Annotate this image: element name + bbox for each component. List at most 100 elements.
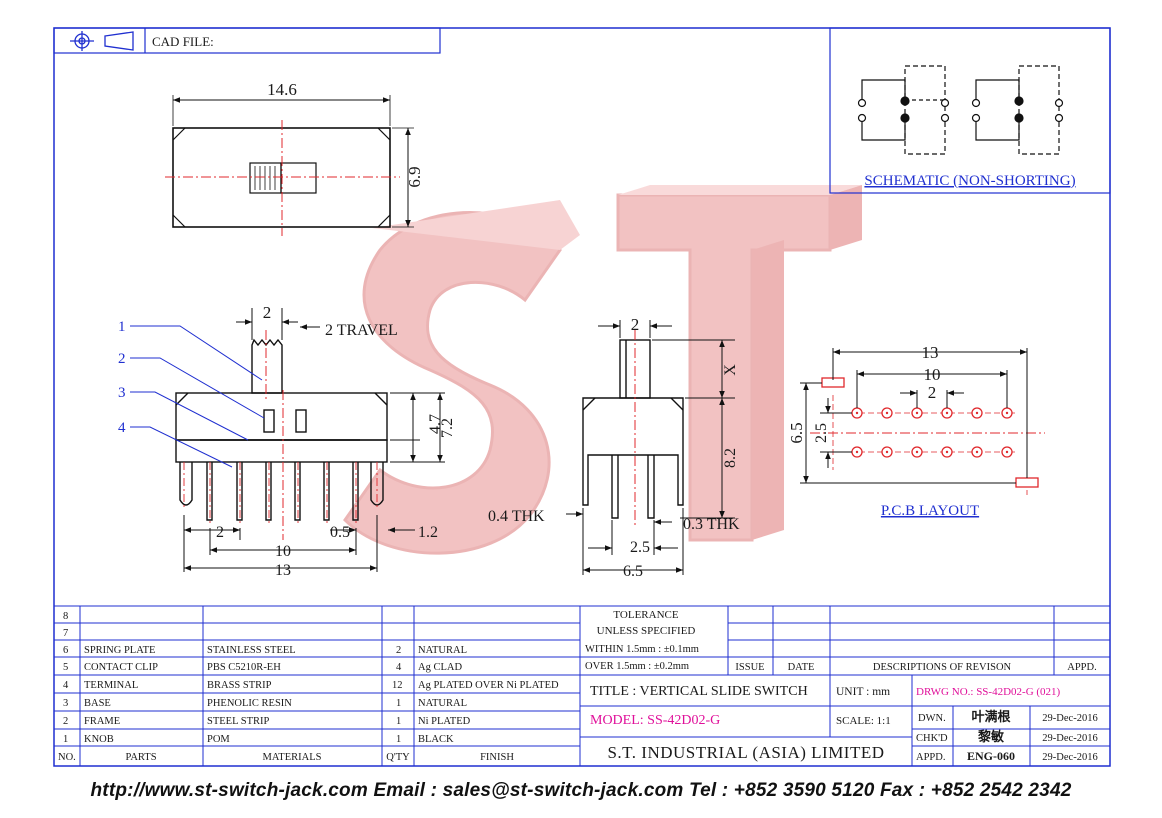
callout-2: 2: [118, 351, 126, 367]
dwn-date: 29-Dec-2016: [1042, 713, 1097, 724]
revision-descriptions-header: DESCRIPTIONS OF REVISON: [873, 662, 1012, 673]
dim-side-6-5: 6.5: [623, 563, 643, 580]
part-callouts: 1 2 3 4: [118, 319, 265, 468]
tolerance-subheading: UNLESS SPECIFIED: [597, 625, 696, 637]
bom-row-material: STEEL STRIP: [207, 716, 269, 727]
bom-row-part: FRAME: [84, 716, 120, 727]
pcb-layout: 13 10 2 6.5 2.5 P.C.B LAYOUT: [787, 343, 1045, 519]
bom-row-qty: 4: [396, 662, 402, 673]
dim-width-13: 13: [275, 562, 291, 579]
bom-row-finish: Ni PLATED: [418, 716, 471, 727]
bom-table: [54, 605, 1110, 766]
bom-row-no: 2: [63, 716, 68, 727]
dim-side-knob: 2: [631, 315, 640, 334]
appd-label: APPD.: [916, 752, 945, 763]
bom-header-no: NO.: [58, 752, 76, 763]
dim-x: X: [722, 364, 739, 376]
cad-file-box: [53, 27, 441, 54]
unit-label: UNIT : mm: [836, 686, 890, 698]
side-view: [582, 339, 684, 519]
callout-3: 3: [118, 385, 126, 401]
bom-row-qty: 2: [396, 645, 401, 656]
title-block-grid: [580, 606, 1110, 766]
schematic-box: [829, 27, 1111, 194]
bom-row-no: 4: [63, 680, 69, 691]
bom-row-no: 5: [63, 662, 68, 673]
schematic-title: SCHEMATIC (NON-SHORTING): [864, 173, 1075, 189]
dim-width-10: 10: [275, 543, 291, 560]
bom-rows: 8 7 6 SPRING PLATE STAINLESS STEEL 2 NAT…: [58, 611, 559, 763]
dim-top-height: 6.9: [405, 166, 424, 187]
dim-top-width: 14.6: [267, 80, 297, 99]
bom-header-qty: Q'TY: [386, 752, 410, 763]
bom-row-material: STAINLESS STEEL: [207, 645, 296, 656]
bom-row-material: BRASS STRIP: [207, 680, 272, 691]
front-view-dimensions: [183, 308, 445, 572]
bom-row-qty: 1: [396, 734, 401, 745]
pcb-layout-title: P.C.B LAYOUT: [881, 503, 979, 519]
bom-row-qty: 1: [396, 716, 401, 727]
dim-height-7-2: 7.2: [439, 418, 456, 438]
bom-row-no: 3: [63, 698, 68, 709]
front-view: [175, 338, 388, 521]
pcb-dim-10: 10: [924, 365, 941, 384]
dim-side-2-5: 2.5: [630, 539, 650, 556]
bom-row-no: 8: [63, 611, 68, 622]
callout-4: 4: [118, 420, 126, 436]
bom-row-part: CONTACT CLIP: [84, 662, 158, 673]
bom-row-no: 7: [63, 628, 68, 639]
title-block-text: TOLERANCE UNLESS SPECIFIED WITHIN 1.5mm …: [585, 609, 1098, 763]
callout-1: 1: [118, 319, 126, 335]
st-watermark-logo: [343, 185, 862, 555]
bom-row-material: PHENOLIC RESIN: [207, 698, 292, 709]
dwn-label: DWN.: [918, 713, 946, 724]
tolerance-heading: TOLERANCE: [613, 609, 678, 621]
company-name: S.T. INDUSTRIAL (ASIA) LIMITED: [607, 743, 884, 762]
bom-row-part: KNOB: [84, 734, 114, 745]
bom-header-materials: MATERIALS: [263, 752, 322, 763]
pcb-dim-2-5: 2.5: [813, 423, 830, 443]
chkd-date: 29-Dec-2016: [1042, 733, 1097, 744]
appd-date: 29-Dec-2016: [1042, 752, 1097, 763]
tolerance-over: OVER 1.5mm : ±0.2mm: [585, 661, 689, 672]
bom-header-parts: PARTS: [125, 752, 156, 763]
side-view-dimensions: [566, 320, 735, 575]
drawing-number: DRWG NO.: SS-42D02-G (021): [916, 686, 1061, 698]
chkd-label: CHK'D: [916, 733, 948, 744]
projection-symbol-icon: [70, 31, 134, 51]
dim-thk-0-3: 0.3 THK: [683, 516, 740, 533]
appd-header: APPD.: [1067, 662, 1096, 673]
bom-row-part: SPRING PLATE: [84, 645, 155, 656]
issue-header: ISSUE: [735, 662, 764, 673]
dim-pitch-2: 2: [216, 524, 224, 541]
bom-row-part: BASE: [84, 698, 111, 709]
bom-row-material: POM: [207, 734, 230, 745]
bom-row-qty: 1: [396, 698, 401, 709]
dim-1-2: 1.2: [418, 524, 438, 541]
date-header: DATE: [788, 662, 815, 673]
chkd-name: 黎敏: [978, 729, 1005, 744]
model-number: MODEL: SS-42D02-G: [590, 713, 720, 728]
bom-row-no: 6: [63, 645, 68, 656]
bom-row-material: PBS C5210R-EH: [207, 662, 281, 673]
tolerance-within: WITHIN 1.5mm : ±0.1mm: [585, 644, 699, 655]
drawing-title: TITLE : VERTICAL SLIDE SWITCH: [590, 684, 808, 699]
dim-thk-0-4: 0.4 THK: [488, 508, 545, 525]
bom-row-finish: NATURAL: [418, 645, 467, 656]
dim-height-8-2: 8.2: [722, 448, 739, 468]
pcb-dim-13: 13: [922, 343, 939, 362]
bom-header-finish: FINISH: [480, 752, 514, 763]
dim-height-4-7: 4.7: [427, 414, 444, 434]
cad-file-label: CAD FILE:: [152, 34, 214, 49]
bom-row-finish: BLACK: [418, 734, 454, 745]
bom-row-finish: Ag CLAD: [418, 662, 462, 673]
schematic-diagram: [857, 65, 1064, 155]
bom-row-part: TERMINAL: [84, 680, 138, 691]
dwn-name: 叶满根: [971, 709, 1011, 724]
contact-footer: http://www.st-switch-jack.com Email : sa…: [90, 780, 1072, 801]
appd-name: ENG-060: [967, 749, 1015, 763]
bom-row-no: 1: [63, 734, 68, 745]
dim-knob-width: 2: [263, 303, 272, 322]
